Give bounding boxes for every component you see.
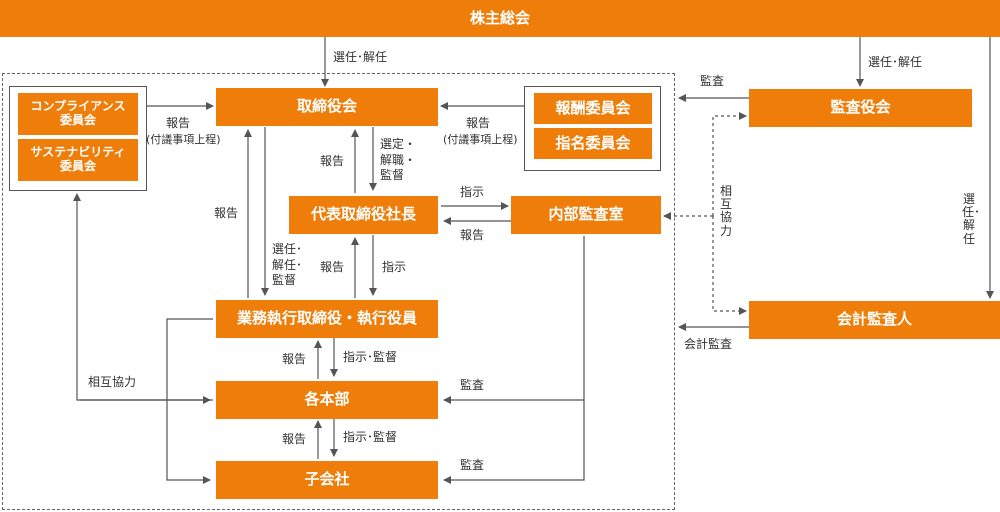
label-mutual-cooperation-right: 相互協力 xyxy=(719,184,732,238)
president-box: 代表取締役社長 xyxy=(289,196,438,234)
label-instruct-supervise-2: 指示･監督 xyxy=(343,430,398,444)
label-report-left-sub: (付議事項上程) xyxy=(146,133,221,146)
label-accounting-audit: 会計監査 xyxy=(684,337,733,351)
remuneration-committee-box: 報酬委員会 xyxy=(534,93,652,124)
divisions-box: 各本部 xyxy=(216,381,438,419)
sustainability-committee-box: サステナビリティ 委員会 xyxy=(18,139,138,181)
compliance-committee-box: コンプライアンス 委員会 xyxy=(18,93,138,135)
label-select-dismiss-supervise: 選定・ 解職・ 監督 xyxy=(380,137,417,183)
label-instruct-supervise-1: 指示･監督 xyxy=(343,350,398,364)
label-audit-divisions: 監査 xyxy=(460,378,485,392)
label-report-audit-president: 報告 xyxy=(460,228,485,242)
label-elect-dismiss-top: 選任･解任 xyxy=(333,50,388,64)
audit-board-box: 監査役会 xyxy=(749,89,972,127)
label-report-left: 報告 xyxy=(166,116,191,130)
label-elect-dismiss-auditors: 選任･解任 xyxy=(868,55,923,69)
label-mutual-cooperation-left: 相互協力 xyxy=(88,375,137,389)
subsidiaries-box: 子会社 xyxy=(216,461,438,499)
label-report-right-sub: (付議事項上程) xyxy=(443,133,518,146)
label-elect-dismiss-supervise: 選任･ 解任･ 監督 xyxy=(272,242,303,288)
label-elect-dismiss-vertical: 選任･解任 xyxy=(962,192,981,246)
accounting-auditor-box: 会計監査人 xyxy=(749,301,1000,339)
label-report-divisions-exec: 報告 xyxy=(282,352,307,366)
label-report-exec-board: 報告 xyxy=(214,206,239,220)
board-of-directors-box: 取締役会 xyxy=(216,88,438,126)
internal-audit-box: 内部監査室 xyxy=(511,196,661,234)
label-report-right: 報告 xyxy=(466,116,491,130)
label-report-subsidiaries-divisions: 報告 xyxy=(282,432,307,446)
label-report-exec-president: 報告 xyxy=(320,260,345,274)
company-dashed-frame xyxy=(2,73,675,510)
label-instruct-president-exec: 指示 xyxy=(382,260,407,274)
label-report-board-president: 報告 xyxy=(320,154,345,168)
executive-officers-box: 業務執行取締役・執行役員 xyxy=(216,300,438,338)
label-audit-board: 監査 xyxy=(700,74,725,88)
label-instruct-president-audit: 指示 xyxy=(460,185,485,199)
label-audit-subsidiaries: 監査 xyxy=(460,458,485,472)
nomination-committee-box: 指名委員会 xyxy=(534,128,652,159)
shareholders-meeting-box: 株主総会 xyxy=(0,0,1000,37)
